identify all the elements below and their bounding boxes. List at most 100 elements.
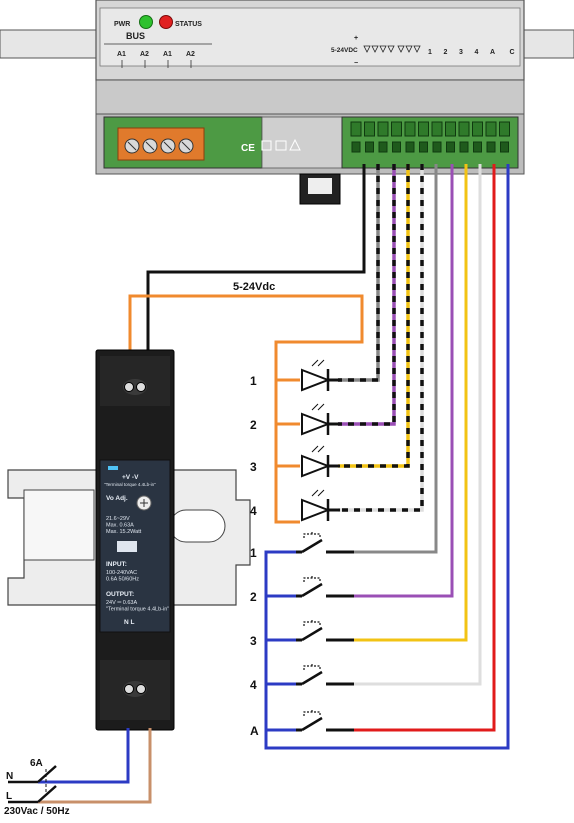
- psu-bottom-terminals: N L: [124, 619, 135, 626]
- terminal-clamp: [418, 121, 429, 137]
- terminal-clamp: [377, 121, 389, 137]
- pwr-label: PWR: [114, 21, 130, 28]
- terminal-clamp: [485, 121, 497, 137]
- psu-output-line: 24V ═ 0.63A: [106, 600, 137, 606]
- psu-output-title: OUTPUT:: [106, 591, 134, 598]
- terminal-screw: [405, 141, 415, 153]
- terminal-screw: [351, 141, 361, 153]
- led-wires: [338, 164, 424, 512]
- led-icon: [301, 403, 340, 436]
- neutral-label: N: [6, 771, 13, 782]
- supply-wire-label: 5-24Vdc: [233, 281, 275, 293]
- input-terminal-block: [350, 121, 510, 153]
- led-wire-colour: [338, 164, 396, 426]
- terminal-clamp: [404, 121, 416, 137]
- psu-spec-line: 21.6~29V: [106, 516, 130, 522]
- led-number-label: 4: [250, 504, 257, 518]
- led-outputs: 1 2 3 4: [250, 359, 340, 522]
- terminal-screw: [378, 141, 388, 153]
- switch-number-label: A: [250, 724, 259, 738]
- common-wire: [264, 164, 510, 750]
- din-rail-top: [0, 29, 574, 59]
- led-wire-dash: [338, 164, 410, 468]
- switch-wire: [354, 164, 482, 686]
- switch-icon: [296, 663, 354, 686]
- terminal-screw: [500, 141, 509, 153]
- terminal-screw: [365, 141, 374, 153]
- switch-icon: [296, 531, 354, 554]
- bus-terminal-label: A2: [140, 51, 149, 58]
- terminal-clamp: [350, 121, 362, 137]
- ce-mark: CE: [241, 143, 255, 154]
- minus-sign: −: [354, 60, 358, 67]
- line-label: L: [6, 791, 12, 802]
- led-icon: [301, 489, 340, 522]
- led-wire-dash: [338, 164, 424, 512]
- switch-number-label: 3: [250, 634, 257, 648]
- psu-input-line: 0.6A 50/60Hz: [106, 577, 139, 583]
- wires: [128, 164, 366, 524]
- terminal-screw: [459, 141, 469, 153]
- led-wire-dash: [338, 164, 380, 382]
- supply-terminal-label: 5-24VDC: [331, 47, 358, 54]
- led-number-label: 2: [250, 418, 257, 432]
- terminal-clamp: [391, 121, 402, 137]
- terminal-screw: [473, 141, 482, 153]
- input-terminal-label: 2: [444, 49, 448, 56]
- led-number-label: 1: [250, 374, 257, 388]
- power-supply: [95, 349, 175, 731]
- led-output-symbols: [363, 45, 421, 53]
- input-terminal-label: A: [490, 49, 495, 56]
- bus-label: BUS: [126, 31, 145, 41]
- status-led-icon: [159, 15, 173, 29]
- switch-icon: [296, 575, 354, 598]
- psu-output-lines: 24V ═ 0.63A"Terminal torque 4.4Lb-in": [106, 600, 169, 613]
- led-icon: [301, 445, 340, 478]
- bus-terminal-label: A2: [186, 51, 195, 58]
- terminal-clamp: [431, 121, 443, 137]
- terminal-clamp: [458, 121, 470, 137]
- interface-module: [95, 0, 525, 205]
- terminal-screw: [446, 141, 455, 153]
- bus-terminal-label: A1: [163, 51, 172, 58]
- bus-connector: [117, 127, 205, 161]
- plus-sign: +: [354, 35, 358, 42]
- input-terminal-label: 3: [459, 49, 463, 56]
- psu-terminal-top: +V -V: [122, 474, 139, 481]
- terminal-clamp: [445, 121, 456, 137]
- mains-supply-label: 230Vac / 50Hz: [4, 806, 70, 817]
- status-label: STATUS: [175, 21, 202, 28]
- psu-output-line: "Terminal torque 4.4Lb-in": [106, 607, 169, 613]
- breaker-rating: 6A: [30, 758, 43, 769]
- led-number-label: 3: [250, 460, 257, 474]
- bus-terminal-label: A1: [117, 51, 126, 58]
- led-wire-colour: [338, 164, 410, 468]
- psu-spec-line: Max. 0.63A: [106, 523, 134, 529]
- terminal-clamp: [499, 121, 510, 137]
- switch-inputs: 1 2 3 4A: [250, 164, 510, 750]
- switch-icon: [296, 619, 354, 642]
- mains-wiring: [8, 728, 152, 804]
- terminal-screw: [392, 141, 401, 153]
- terminal-screw: [419, 141, 428, 153]
- psu-terminal-note: "Terminal torque 4.4Lb-in": [104, 482, 156, 487]
- led-wire-dash: [338, 164, 396, 426]
- psu-adj-label: Vo Adj.: [106, 495, 128, 502]
- switch-number-label: 2: [250, 590, 257, 604]
- pwr-led-icon: [139, 15, 153, 29]
- terminal-clamp: [472, 121, 483, 137]
- psu-input-line: 100-240VAC: [106, 570, 137, 576]
- switch-wire: [354, 164, 496, 732]
- switch-wire: [354, 164, 438, 554]
- terminal-screw: [432, 141, 442, 153]
- input-terminal-label: 4: [475, 49, 479, 56]
- terminal-clamp: [364, 121, 375, 137]
- input-terminal-label: C: [510, 49, 515, 56]
- switch-wire: [354, 164, 468, 642]
- switch-number-label: 4: [250, 678, 257, 692]
- psu-spec-line: Max. 15.2Watt: [106, 529, 142, 535]
